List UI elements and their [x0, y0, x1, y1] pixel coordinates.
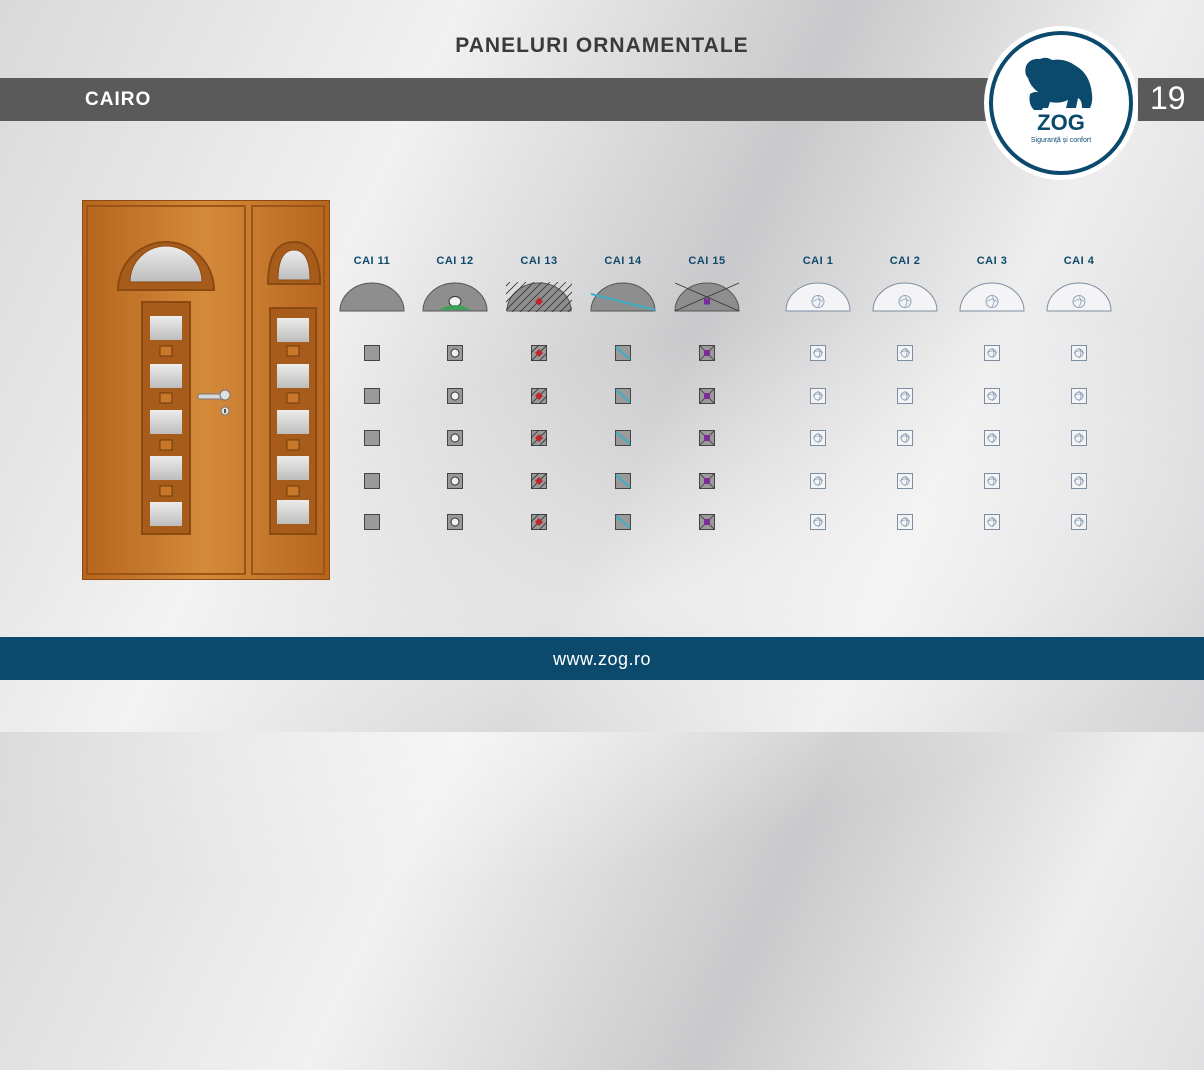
glass-tile-flower	[447, 514, 463, 530]
glass-tile-red-lattice	[531, 388, 547, 404]
glass-tile-flower	[447, 473, 463, 489]
logo-brand: ZOG	[1037, 110, 1085, 135]
arch-panel-frosted-1	[785, 282, 851, 312]
section-title: CAIRO	[85, 89, 152, 110]
glass-tile-purple-center	[699, 430, 715, 446]
glass-tile-frosted-4	[1071, 430, 1087, 446]
panel-code-7: CAI 2	[889, 255, 921, 267]
glass-tile-frosted-4	[1071, 473, 1087, 489]
arch-panel-red-lattice	[506, 282, 572, 312]
panel-code-3: CAI 13	[520, 255, 558, 267]
glass-tile-frosted-4	[1071, 388, 1087, 404]
glass-tile-frosted-3	[984, 345, 1000, 361]
glass-tile-purple-center	[699, 473, 715, 489]
glass-tile-red-lattice	[531, 473, 547, 489]
glass-tile-frosted-2	[897, 388, 913, 404]
glass-tile-frosted-4	[1071, 345, 1087, 361]
arch-panel-frosted-2	[872, 282, 938, 312]
glass-tile-frosted-2	[897, 345, 913, 361]
arch-panel-plain	[339, 282, 405, 312]
glass-tile-blue-diagonal	[615, 430, 631, 446]
arch-panel-flower	[422, 282, 488, 312]
glass-tile-frosted-3	[984, 514, 1000, 530]
glass-tile-flower	[447, 345, 463, 361]
glass-tile-red-lattice	[531, 514, 547, 530]
glass-tile-blue-diagonal	[615, 473, 631, 489]
panel-code-9: CAI 4	[1063, 255, 1095, 267]
panel-code-6: CAI 1	[802, 255, 834, 267]
glass-tile-purple-center	[699, 514, 715, 530]
glass-tile-purple-center	[699, 345, 715, 361]
glass-tile-frosted-1	[810, 514, 826, 530]
glass-tile-frosted-1	[810, 388, 826, 404]
glass-tile-frosted-1	[810, 473, 826, 489]
footer-url[interactable]: www.zog.ro	[552, 649, 652, 669]
glass-tile-frosted-2	[897, 430, 913, 446]
glass-tile-flower	[447, 430, 463, 446]
glass-tile-frosted-3	[984, 388, 1000, 404]
panel-code-5: CAI 15	[688, 255, 726, 267]
glass-tile-frosted-2	[897, 473, 913, 489]
glass-tile-frosted-4	[1071, 514, 1087, 530]
glass-tile-red-lattice	[531, 430, 547, 446]
glass-tile-frosted-1	[810, 345, 826, 361]
footer-bar	[0, 637, 1204, 680]
glass-tile-blue-diagonal	[615, 388, 631, 404]
glass-tile-frosted-1	[810, 430, 826, 446]
page-number: 19	[1150, 80, 1186, 116]
page-title: PANELURI ORNAMENTALE	[455, 34, 749, 57]
section-bar	[0, 78, 1000, 121]
glass-tile-blue-diagonal	[615, 345, 631, 361]
arch-panel-frosted-3	[959, 282, 1025, 312]
panel-code-8: CAI 3	[976, 255, 1008, 267]
glass-tile-plain	[364, 430, 380, 446]
glass-tile-plain	[364, 388, 380, 404]
panel-code-4: CAI 14	[604, 255, 642, 267]
page-number-bar	[1138, 78, 1204, 121]
glass-tile-plain	[364, 514, 380, 530]
glass-tile-purple-center	[699, 388, 715, 404]
door-illustration	[82, 200, 330, 580]
door-handle-icon	[197, 389, 231, 416]
bear-icon	[1025, 57, 1093, 110]
glass-tile-frosted-3	[984, 473, 1000, 489]
logo-tagline: Siguranță și confort	[1031, 137, 1091, 144]
arch-panel-purple-center	[674, 282, 740, 312]
zog-logo: ZOG Siguranță și confort	[984, 26, 1138, 180]
glass-tile-frosted-3	[984, 430, 1000, 446]
glass-tile-plain	[364, 473, 380, 489]
panel-code-2: CAI 12	[436, 255, 474, 267]
arch-panel-blue-diagonal	[590, 282, 656, 312]
glass-tile-blue-diagonal	[615, 514, 631, 530]
glass-tile-red-lattice	[531, 345, 547, 361]
glass-tile-plain	[364, 345, 380, 361]
glass-tile-frosted-2	[897, 514, 913, 530]
panel-code-1: CAI 11	[353, 255, 391, 267]
glass-tile-flower	[447, 388, 463, 404]
arch-panel-frosted-4	[1046, 282, 1112, 312]
